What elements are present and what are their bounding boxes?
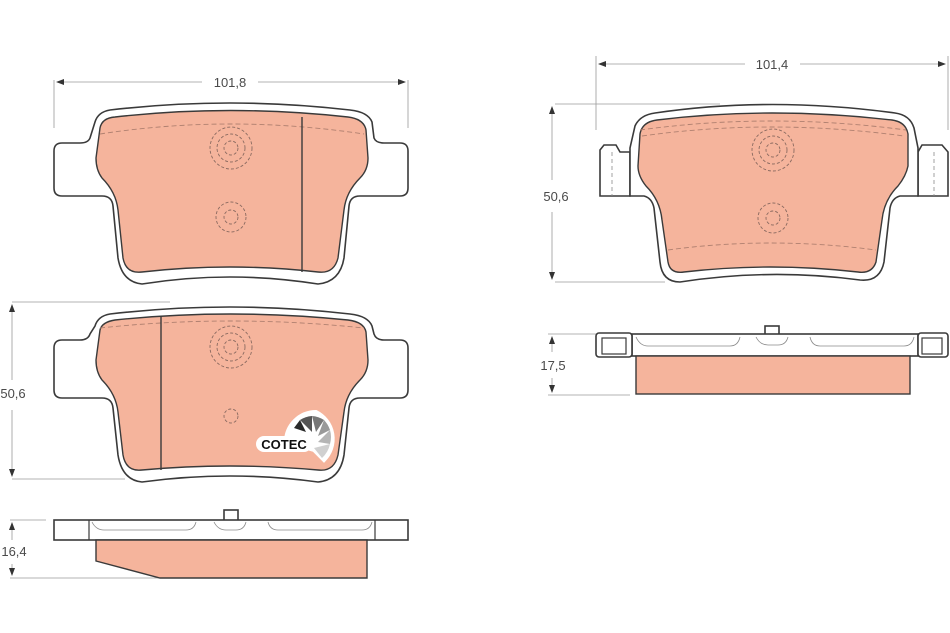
dimension-height-label: 50,6 xyxy=(543,189,568,204)
pad-middle-left-front-view: 50,6 COTEC xyxy=(0,301,409,483)
mounting-circle-upper xyxy=(209,126,253,170)
cotec-logo-text: COTEC xyxy=(261,437,307,452)
cotec-logo: COTEC xyxy=(256,409,335,463)
pad-right-side-view: 17,5 xyxy=(540,325,949,396)
mounting-circle-upper xyxy=(751,128,795,172)
dimension-height-label: 50,6 xyxy=(0,386,25,401)
dimension-width-label: 101,8 xyxy=(214,75,247,90)
pad-bottom-left-side-view: 16,4 xyxy=(1,509,409,579)
mounting-circle-lower xyxy=(757,202,789,234)
mounting-circle-lower xyxy=(215,201,247,233)
dimension-width-label: 101,4 xyxy=(756,57,789,72)
pad-top-left-front-view: 101,8 xyxy=(53,75,409,285)
dimension-thickness-label: 17,5 xyxy=(540,358,565,373)
pad-top-right-front-view: 101,4 50,6 xyxy=(543,56,949,283)
dimension-thickness-label: 16,4 xyxy=(1,544,26,559)
mounting-circle-upper xyxy=(209,325,253,369)
mounting-circle-lower xyxy=(223,408,239,424)
